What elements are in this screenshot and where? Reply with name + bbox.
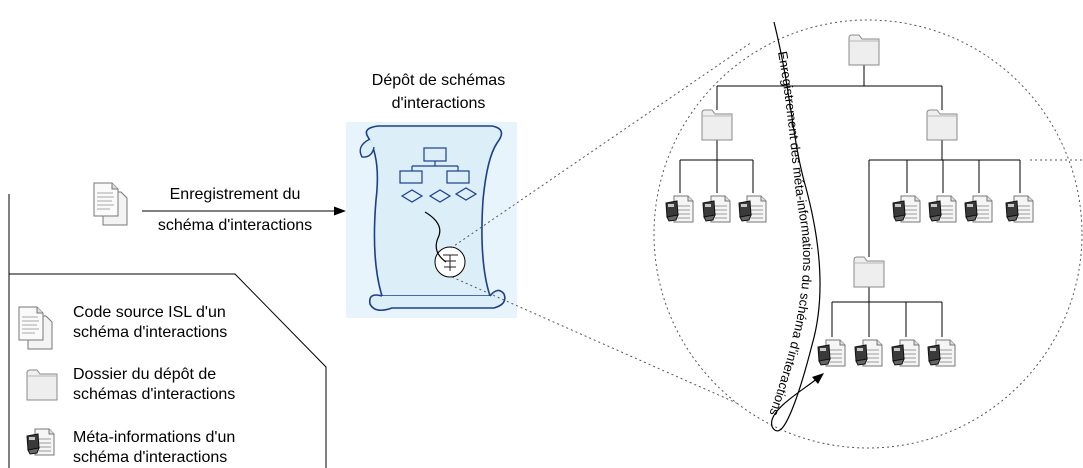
folder-icon — [701, 109, 733, 141]
zoom-lines — [450, 41, 776, 421]
root-folder-icon — [848, 34, 880, 66]
registration-arrowhead — [334, 206, 346, 216]
registration-label-line1: Enregistrement du — [169, 186, 301, 203]
legend-folder-label-line1: Dossier du dépôt de — [73, 366, 217, 383]
legend-document-label-line2: schéma d'interactions — [73, 324, 228, 341]
legend-document-label-line1: Code source ISL d'un — [73, 304, 226, 321]
folder-icon — [853, 256, 885, 288]
repository-scroll — [346, 122, 517, 318]
repository-title-line2: d'interactions — [391, 95, 486, 112]
curve-arrowhead — [812, 373, 824, 384]
legend-folder-icon — [26, 369, 58, 401]
tree-connectors — [679, 65, 1021, 337]
registration-label-line2: schéma d'interactions — [157, 217, 313, 234]
legend-meta-info-label-line2: schéma d'interactions — [73, 449, 228, 466]
legend-meta-info-label-line1: Méta-informations d'un — [73, 429, 236, 446]
repository-title-line1: Dépôt de schémas — [371, 72, 506, 89]
legend-panel — [8, 194, 327, 468]
legend-meta-info-icon — [26, 428, 55, 456]
meta-info-registration-curve — [771, 21, 821, 432]
legend-document-icon — [18, 306, 53, 350]
folder-icon — [926, 109, 958, 141]
source-document-icon — [93, 182, 128, 226]
legend-folder-label-line2: schémas d'interactions — [73, 386, 236, 403]
zoom-circle — [653, 19, 1083, 449]
